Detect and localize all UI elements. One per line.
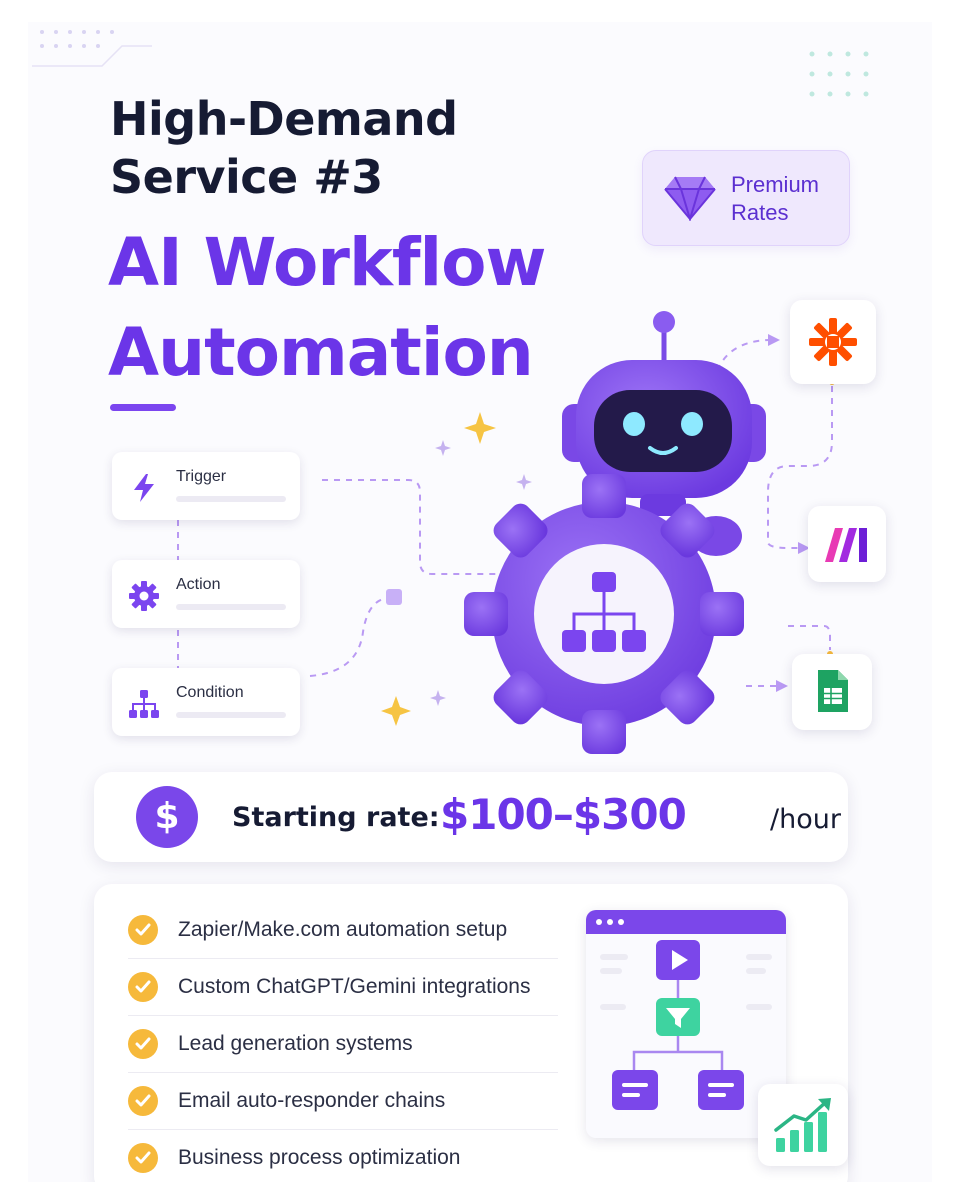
node-card-action: Action bbox=[112, 560, 300, 628]
list-item: Custom ChatGPT/Gemini integrations bbox=[128, 959, 558, 1016]
page-title-line2: Automation bbox=[108, 314, 534, 391]
rate-label: Starting rate: bbox=[232, 802, 440, 833]
features-panel: Zapier/Make.com automation setup Custom … bbox=[94, 884, 848, 1182]
poster: High-Demand Service #3 AI Workflow Autom… bbox=[28, 22, 932, 1182]
workflow-window-mockup bbox=[586, 910, 786, 1138]
feature-list: Zapier/Make.com automation setup Custom … bbox=[128, 902, 558, 1182]
node-label-trigger: Trigger bbox=[176, 468, 227, 485]
list-item: Lead generation systems bbox=[128, 1016, 558, 1073]
node-card-trigger: Trigger bbox=[112, 452, 300, 520]
dollar-icon: $ bbox=[136, 786, 198, 848]
sheets-logo-card bbox=[792, 654, 872, 730]
check-icon bbox=[128, 915, 158, 945]
starting-rate-bar: $ Starting rate: $100–$300 /hour bbox=[94, 772, 848, 862]
window-titlebar bbox=[586, 910, 786, 934]
check-icon bbox=[128, 1143, 158, 1173]
sparkle-icon bbox=[381, 412, 496, 726]
diamond-icon bbox=[664, 176, 716, 221]
rate-unit: /hour bbox=[770, 804, 841, 835]
check-icon bbox=[128, 1086, 158, 1116]
growth-chart-icon bbox=[774, 1098, 831, 1152]
node-label-condition: Condition bbox=[176, 684, 244, 701]
premium-rates-badge: Premium Rates bbox=[642, 150, 850, 246]
feature-text: Zapier/Make.com automation setup bbox=[178, 918, 508, 941]
stripes-logo-icon bbox=[825, 528, 867, 562]
list-item: Zapier/Make.com automation setup bbox=[128, 902, 558, 959]
service-heading-line2: Service #3 bbox=[110, 150, 383, 204]
service-heading-line1: High-Demand bbox=[110, 92, 458, 146]
feature-text: Lead generation systems bbox=[178, 1032, 413, 1055]
premium-label-line1: Premium bbox=[731, 172, 820, 197]
title-underline bbox=[110, 404, 176, 411]
list-item: Email auto-responder chains bbox=[128, 1073, 558, 1130]
workflow-connectors bbox=[177, 334, 835, 726]
page-title-line1: AI Workflow bbox=[108, 224, 546, 301]
zapier-logo-card bbox=[790, 300, 876, 384]
lightning-icon bbox=[134, 474, 154, 502]
robot-gear-illustration bbox=[464, 311, 766, 754]
list-item: Business process optimization bbox=[128, 1130, 558, 1182]
growth-chart-card bbox=[758, 1084, 848, 1166]
spreadsheet-icon bbox=[818, 670, 848, 712]
node-label-action: Action bbox=[176, 576, 221, 593]
hierarchy-icon bbox=[129, 690, 159, 718]
dot-grid-decoration bbox=[32, 30, 152, 67]
premium-label-line2: Rates bbox=[731, 200, 789, 225]
page-title: AI Workflow Automation bbox=[108, 218, 546, 398]
feature-text: Email auto-responder chains bbox=[178, 1089, 446, 1112]
service-heading: High-Demand Service #3 bbox=[110, 90, 458, 206]
asterisk-logo-icon bbox=[809, 318, 857, 366]
feature-text: Custom ChatGPT/Gemini integrations bbox=[178, 975, 531, 998]
dot-grid-decoration-right bbox=[809, 51, 869, 97]
rate-amount: $100–$300 bbox=[440, 790, 687, 839]
flowchart-icon bbox=[600, 940, 772, 1110]
check-icon bbox=[128, 1029, 158, 1059]
node-card-condition: Condition bbox=[112, 668, 300, 736]
gear-icon bbox=[129, 581, 159, 611]
check-icon bbox=[128, 972, 158, 1002]
feature-text: Business process optimization bbox=[178, 1146, 461, 1169]
make-logo-card bbox=[808, 506, 886, 582]
